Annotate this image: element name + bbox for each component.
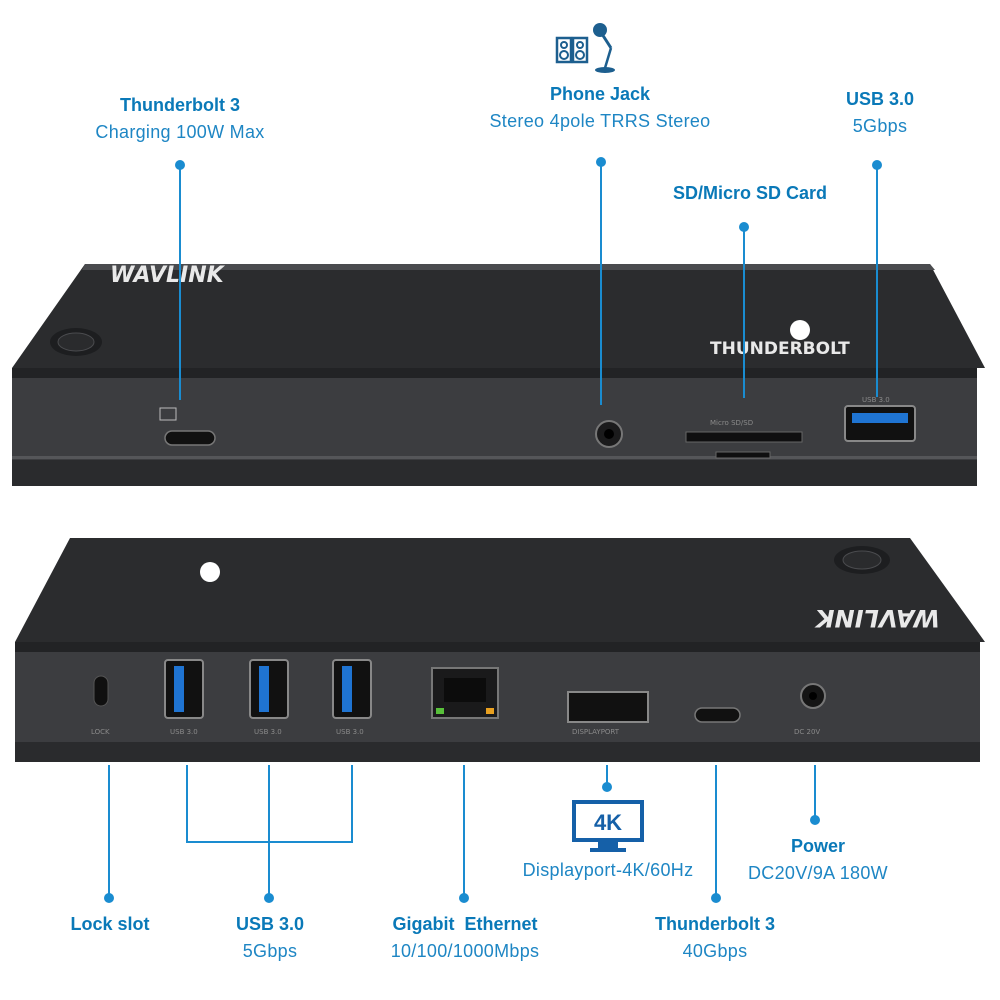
callout-dot [739,222,749,232]
label-title: Gigabit Ethernet [392,914,538,934]
label-sub: 5Gbps [242,940,298,961]
callout-line [606,765,608,787]
dock-front-view: WAVLINK THUNDERBOLT Micro SD/SD USB 3.0 [12,263,985,486]
callout-dot [175,160,185,170]
label-lock-slot: Lock slot [40,914,180,935]
label-thunderbolt-rear: Thunderbolt 3 40Gbps [630,914,800,961]
brand-logo: WAVLINK [110,263,226,288]
callout-dot [104,893,114,903]
callout-dot [264,893,274,903]
callout-dot [711,893,721,903]
callout-line [179,165,181,400]
usb1-port-label: USB 3.0 [170,728,198,736]
label-sub: 10/100/1000Mbps [390,940,540,961]
label-phone-jack: Phone Jack Stereo 4pole TRRS Stereo [460,84,740,131]
dock-rear-view: WAVLINK LOCK USB 3.0 USB 3.0 USB 3.0 DIS… [15,538,985,762]
label-title: Lock slot [70,914,150,934]
label-title: USB 3.0 [845,89,915,109]
label-sub: 40Gbps [682,940,748,961]
label-title: SD/Micro SD Card [672,183,828,203]
label-sub: Charging 100W Max [95,121,265,142]
label-title: Thunderbolt 3 [655,914,775,934]
callout-line [108,765,110,898]
callout-line [600,162,602,405]
callout-dot [459,893,469,903]
callout-dot [602,782,612,792]
label-title: Phone Jack [549,84,651,104]
label-usb-front: USB 3.0 5Gbps [810,89,950,136]
callout-line [351,765,353,843]
thunderbolt-logo: THUNDERBOLT [710,339,850,359]
label-title: USB 3.0 [235,914,305,934]
dc-port-label: DC 20V [794,728,820,736]
usb2-port-label: USB 3.0 [254,728,282,736]
label-sub: Displayport-4K/60Hz [522,860,694,880]
usb3-port-label: USB 3.0 [336,728,364,736]
label-thunderbolt-charging: Thunderbolt 3 Charging 100W Max [60,95,300,142]
callout-dot [810,815,820,825]
callout-line [268,765,270,898]
audio-icon [555,23,615,73]
callout-dot [596,157,606,167]
callout-line [743,228,745,398]
label-usb-rear: USB 3.0 5Gbps [200,914,340,961]
callout-line [814,765,816,820]
label-sub: 5Gbps [852,115,908,136]
lock-port-label: LOCK [91,728,110,736]
brand-logo-rear: WAVLINK [814,604,940,632]
usb-front-port-label: USB 3.0 [862,396,890,404]
label-power: Power DC20V/9A 180W [728,836,908,883]
label-displayport: Displayport-4K/60Hz [498,860,718,881]
callout-line [876,165,878,397]
callout-line [186,765,188,843]
sd-port-label: Micro SD/SD [710,419,753,427]
monitor-4k-icon: 4K [572,800,644,852]
callout-line [186,841,353,843]
label-ethernet: Gigabit Ethernet 10/100/1000Mbps [355,914,575,961]
callout-line [463,765,465,898]
label-sub: DC20V/9A 180W [748,862,888,883]
label-sub: Stereo 4pole TRRS Stereo [489,110,711,131]
badge-4k-text: 4K [594,810,622,835]
callout-dot [872,160,882,170]
label-sd-card: SD/Micro SD Card [640,183,860,204]
callout-line [715,765,717,898]
label-title: Thunderbolt 3 [120,95,240,115]
label-title: Power [790,836,846,856]
dp-port-label: DISPLAYPORT [572,728,620,736]
